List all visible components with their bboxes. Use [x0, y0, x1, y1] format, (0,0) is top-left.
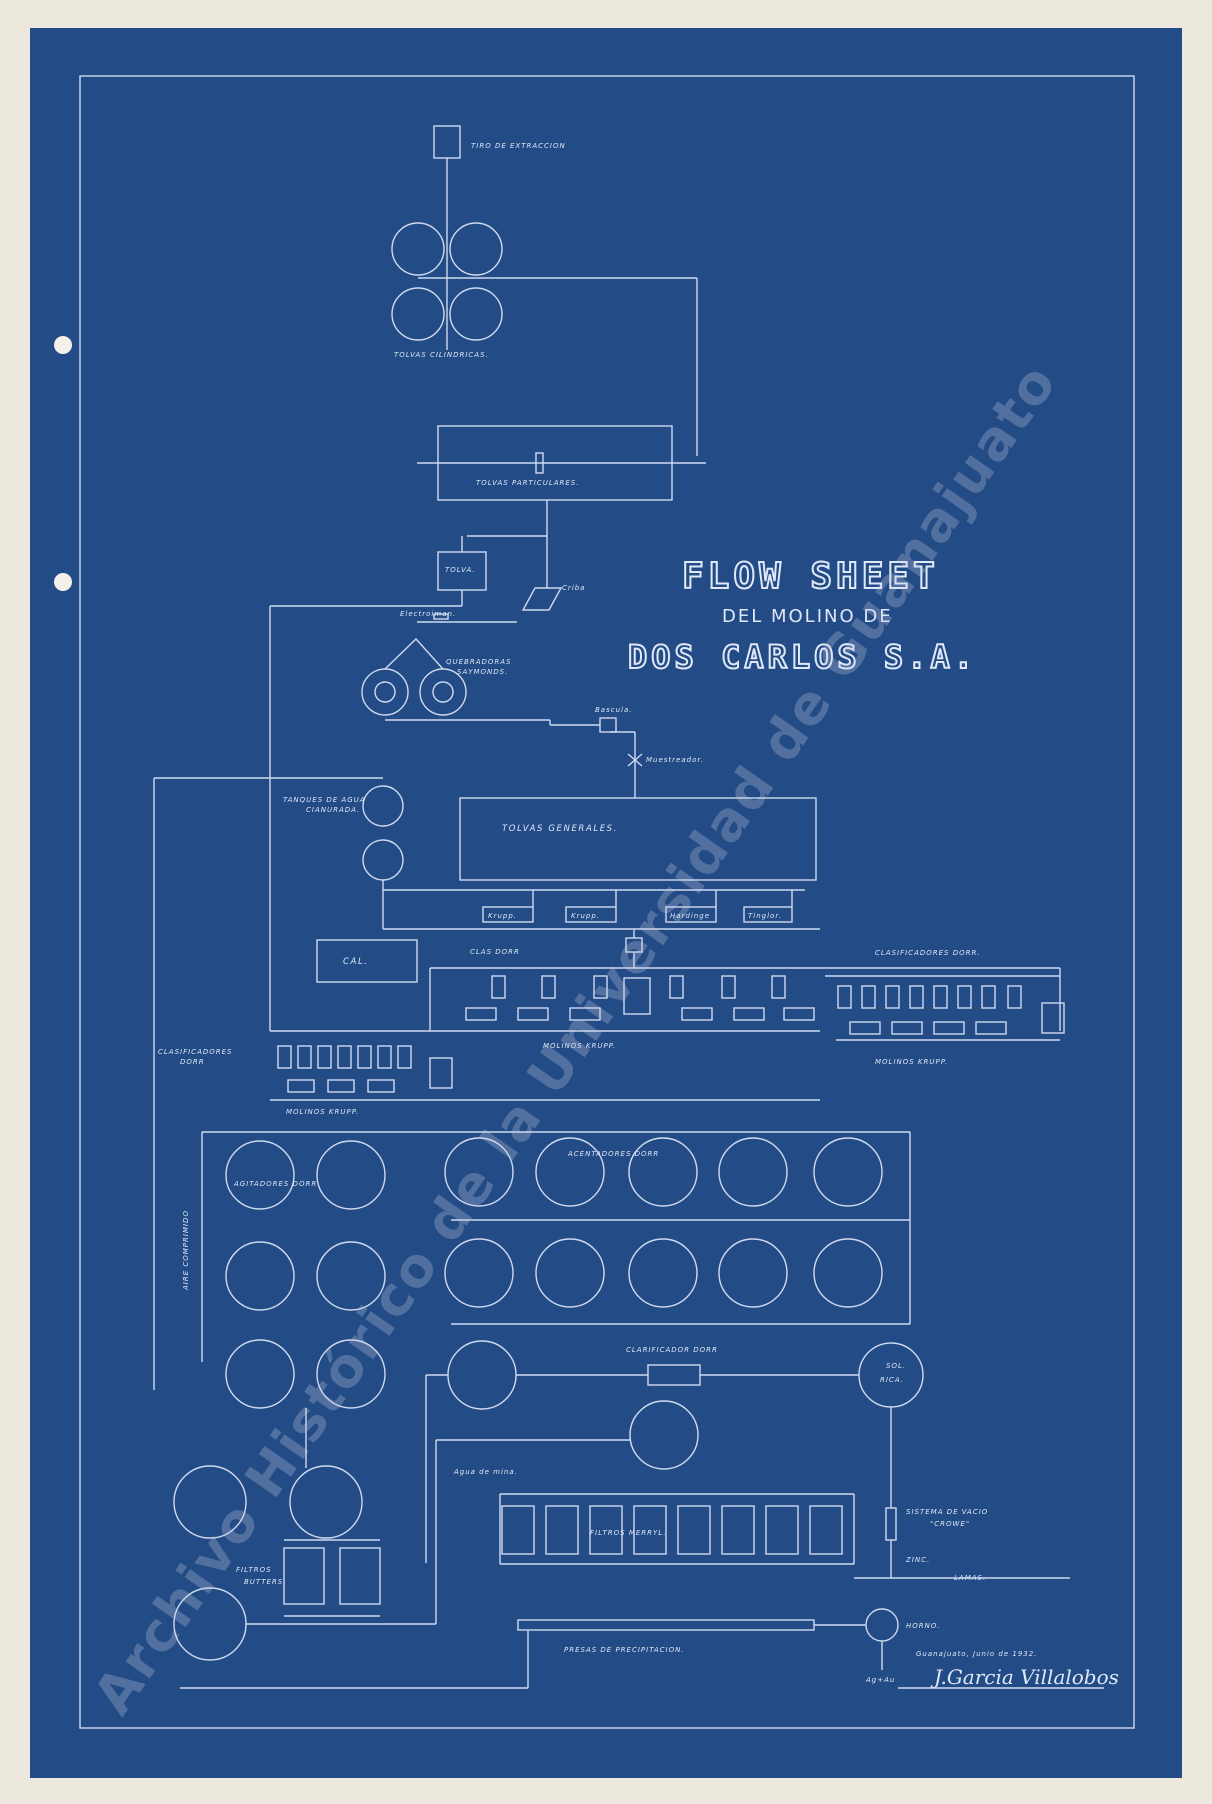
sol-rica-label-2: RICA. [880, 1376, 904, 1384]
tolva-label: TOLVA. [445, 566, 476, 574]
horno-label: HORNO. [906, 1622, 940, 1630]
agitadores-dorr [225, 1140, 386, 1409]
muestreador-label: Muestreador. [646, 756, 704, 764]
agitadores-label: AGITADORES DORR [233, 1180, 317, 1188]
tolvas-particulares-label: TOLVAS PARTICULARES. [476, 479, 579, 487]
electroiman-label: Electroiman. [400, 610, 456, 618]
acentadores-label: ACENTADORES DORR [567, 1150, 659, 1158]
butters-tank-2 [289, 1465, 363, 1539]
tiro-box [433, 125, 461, 159]
left-classifiers [277, 1045, 453, 1093]
tolvas-cilindricas-label: TOLVAS CILINDRICAS. [394, 351, 489, 359]
bascula-label: Bascula. [595, 706, 632, 714]
tiro-label: TIRO DE EXTRACCION [471, 142, 566, 150]
inner-frame [79, 75, 1135, 1729]
lamas-label: LAMAS. [954, 1574, 986, 1582]
blueprint-sheet: TIRO DE EXTRACCION TOLVAS CILINDRICAS. T… [30, 28, 1182, 1778]
fecha-label: Guanajuato, Junio de 1932. [916, 1650, 1037, 1658]
butters-tank-1 [173, 1465, 247, 1539]
title-line-2: DEL MOLINO DE [722, 606, 893, 627]
filtros-butters [283, 1547, 381, 1605]
feed-mills-row [482, 890, 793, 923]
tanques-label-1: TANQUES DE AGUA [283, 796, 366, 804]
cal-box [316, 939, 418, 983]
molinos-krupp-left-label: MOLINOS KRUPP. [286, 1108, 359, 1116]
bascula-box [599, 717, 617, 733]
right-classifiers [837, 985, 1065, 1035]
clasificadores-right-label: CLASIFICADORES DORR. [875, 949, 981, 957]
flow-diagram: TIRO DE EXTRACCION TOLVAS CILINDRICAS. T… [79, 75, 1135, 1729]
criba-label: Criba [562, 584, 585, 592]
agua-mina-label: Agua de mina. [453, 1468, 518, 1476]
punch-hole-bottom [54, 573, 72, 591]
hardinge-label: Hardinge [670, 912, 710, 920]
presas-label: PRESAS DE PRECIPITACION. [564, 1646, 685, 1654]
aire-label: AIRE COMPRIMIDO [182, 1210, 190, 1291]
title-line-3: DOS CARLOS S.A. [628, 638, 977, 676]
tanque-1 [362, 785, 404, 827]
horno-shape [865, 1608, 899, 1642]
quebradoras-symonds [361, 668, 467, 716]
filtros-butters-label-2: BUTTERS. [244, 1578, 286, 1586]
tolvas-cilindricas [391, 222, 503, 341]
cal-label: CAL. [343, 957, 369, 967]
tanques-label-2: CIANURADA. [306, 806, 360, 814]
clasificadores-left-label-1: CLASIFICADORES [158, 1048, 232, 1056]
krupp1-label: Krupp. [488, 912, 517, 920]
zinc-label: ZINC. [905, 1556, 930, 1564]
title-line-1: FLOW SHEET [682, 556, 939, 597]
criba-shape [521, 587, 563, 611]
agau-label: Ag+Au [865, 1676, 895, 1684]
tinglor-label: Tinglor. [748, 912, 782, 920]
filtros-butters-label-1: FILTROS [236, 1566, 272, 1574]
molinos-krupp-right-label: MOLINOS KRUPP. [875, 1058, 948, 1066]
krupp2-label: Krupp. [571, 912, 600, 920]
filtros-merryl [501, 1505, 843, 1555]
presas-de-precipitacion [517, 1619, 815, 1631]
symonds-label: SAYMONDS. [457, 668, 508, 676]
firma-signature: J.Garcia Villalobos [930, 1665, 1119, 1689]
sol-rica-label-1: SOL. [886, 1362, 906, 1370]
sistema-vacio-label-1: SISTEMA DE VACIO [906, 1508, 988, 1516]
clarificador-label: CLARIFICADOR DORR [626, 1346, 718, 1354]
tolvas-generales-label: TOLVAS GENERALES. [502, 824, 618, 834]
sistema-vacio-box [885, 1507, 897, 1541]
filtros-merryl-label: FILTROS MERRYL. [590, 1529, 666, 1537]
sol-rica-circle [858, 1342, 924, 1408]
clarificador-tank-2 [629, 1400, 699, 1470]
tanque-2 [362, 839, 404, 881]
clasificadores-left-label-2: DORR [180, 1058, 205, 1066]
quebradoras-label: QUEBRADORAS [446, 658, 512, 666]
acentadores-dorr [444, 1137, 883, 1308]
clarificador-circle [447, 1340, 517, 1410]
archive-watermark: Archivo Histórico de la Universidad de G… [81, 352, 1069, 1726]
punch-hole-top [54, 336, 72, 354]
central-classifiers [465, 975, 815, 1021]
sistema-vacio-label-2: "CROWE" [930, 1520, 970, 1528]
molinos-krupp-center-label: MOLINOS KRUPP. [543, 1042, 616, 1050]
clarificador-box [647, 1364, 701, 1386]
tolvas-generales-box [459, 797, 817, 881]
clas-dorr-label: CLAS DORR [470, 948, 520, 956]
